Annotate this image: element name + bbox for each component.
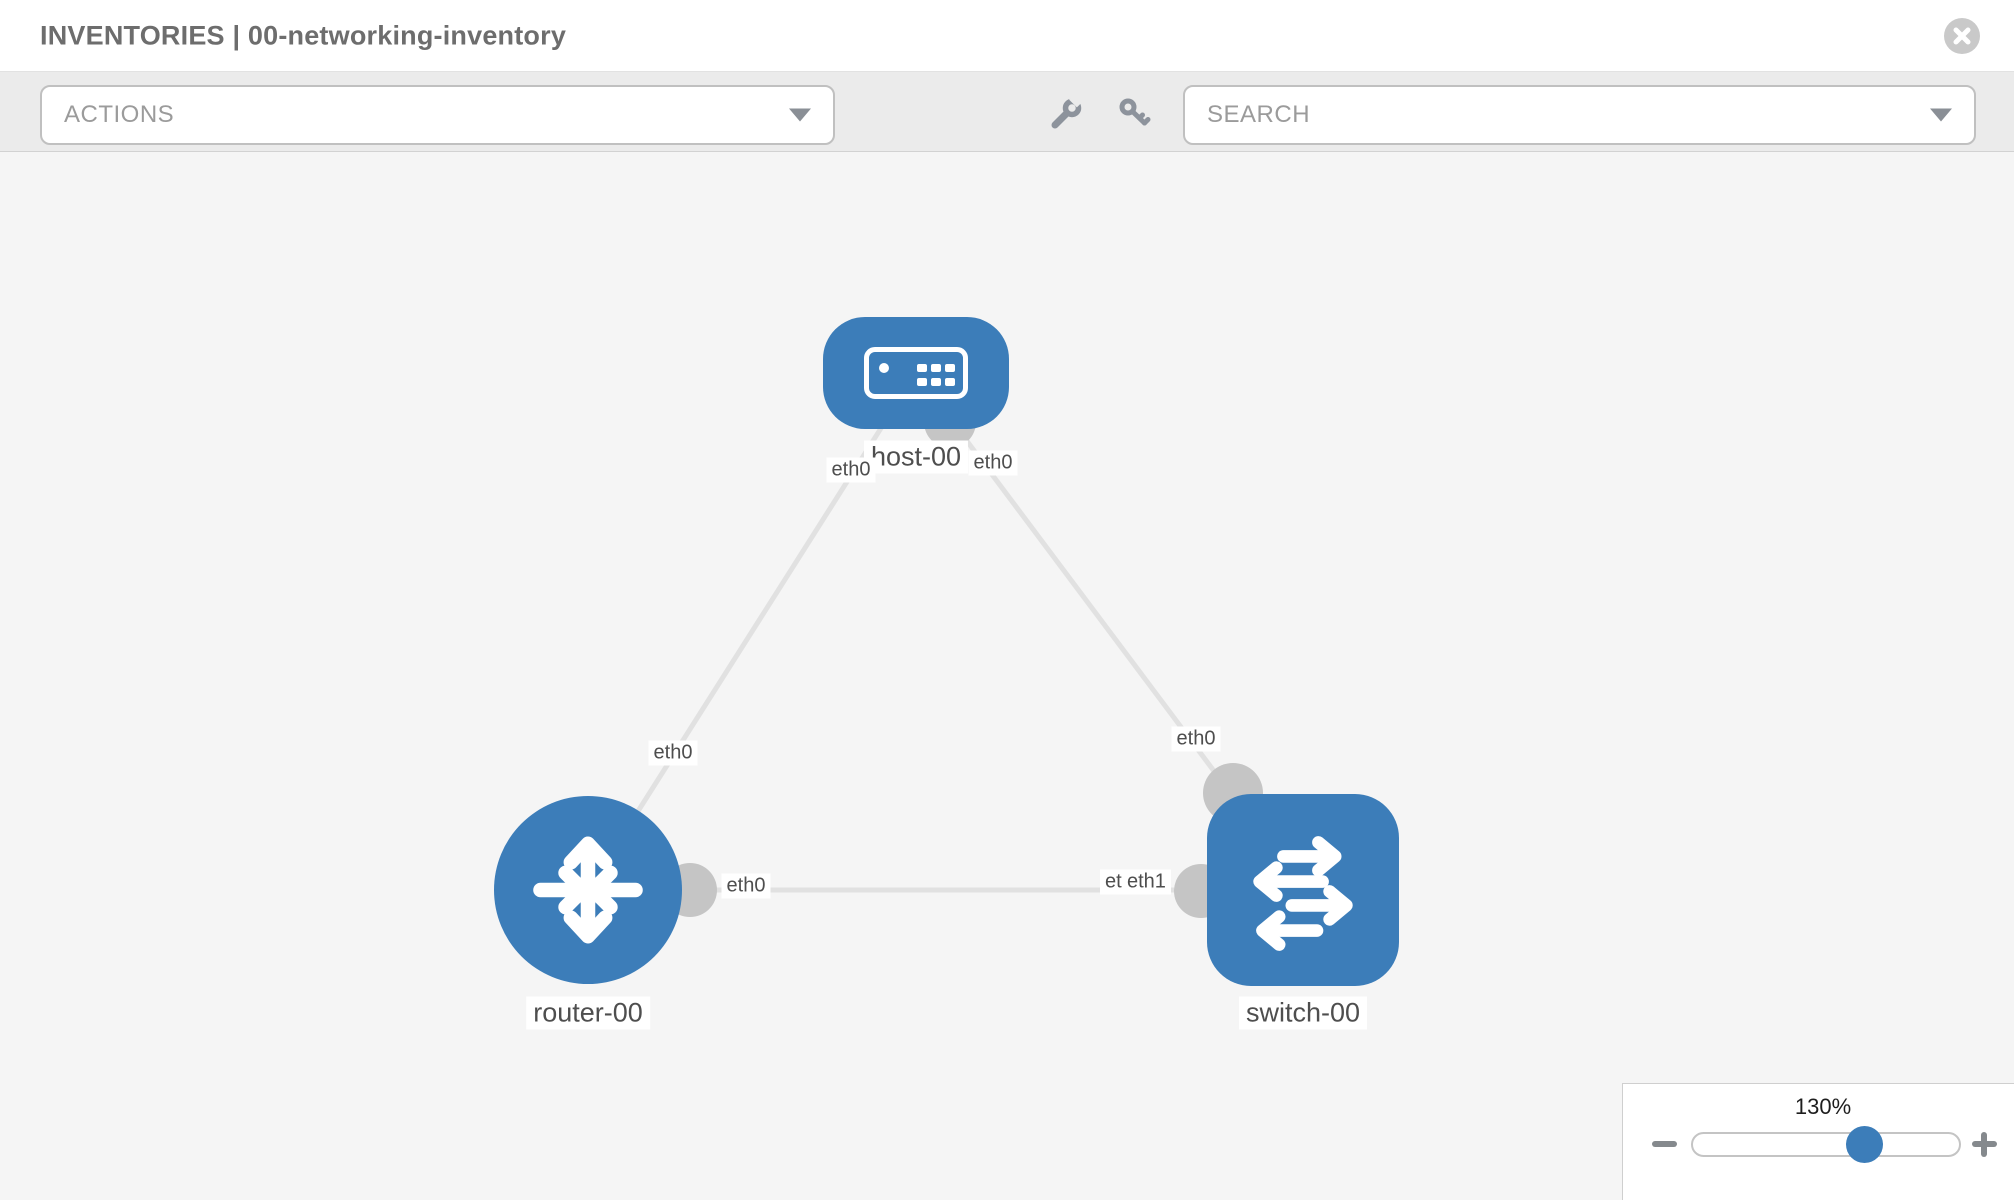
zoom-panel: 130% xyxy=(1622,1083,2014,1200)
node-router-00[interactable] xyxy=(494,796,682,984)
wrench-icon[interactable] xyxy=(1048,96,1084,132)
links-layer xyxy=(585,371,1306,893)
key-icon[interactable] xyxy=(1116,96,1152,132)
label-host-if-left: eth0 xyxy=(826,457,876,483)
chevron-down-icon xyxy=(789,108,811,122)
node-host-00[interactable] xyxy=(823,317,1009,429)
search-dropdown[interactable]: SEARCH xyxy=(1183,85,1976,145)
actions-dropdown-value: ACTIONS xyxy=(64,101,175,128)
topology-canvas[interactable]: host-00 router-00 switch-00 eth0 eth0 et… xyxy=(0,152,2014,1200)
zoom-out-icon[interactable] xyxy=(1652,1141,1677,1147)
node-switch-00[interactable] xyxy=(1207,794,1399,986)
label-switch-if-to-router: eth1 xyxy=(1122,869,1171,895)
zoom-slider-track[interactable] xyxy=(1691,1132,1961,1157)
label-switch-00: switch-00 xyxy=(1238,996,1368,1030)
x-glyph xyxy=(1953,27,1971,45)
toolbar: ACTIONS SEARCH xyxy=(0,72,2014,152)
header: INVENTORIES | 00-networking-inventory xyxy=(0,0,2014,72)
close-icon[interactable] xyxy=(1944,18,1980,54)
router-icon xyxy=(533,836,643,944)
label-router-if-to-switch: eth0 xyxy=(721,873,771,899)
label-router-00: router-00 xyxy=(526,996,650,1030)
zoom-slider-thumb[interactable] xyxy=(1846,1126,1883,1163)
switch-icon xyxy=(1253,836,1353,951)
zoom-in-icon[interactable] xyxy=(1972,1132,1997,1157)
label-router-if-to-host: eth0 xyxy=(648,740,698,766)
host-icon xyxy=(864,347,968,399)
actions-dropdown[interactable]: ACTIONS xyxy=(40,85,835,145)
label-host-if-right: eth0 xyxy=(968,450,1018,476)
zoom-level-value: 130% xyxy=(1794,1094,1852,1119)
page-title: INVENTORIES | 00-networking-inventory xyxy=(40,20,567,50)
search-dropdown-value: SEARCH xyxy=(1207,101,1311,128)
label-switch-if-to-host: eth0 xyxy=(1171,726,1221,752)
label-host-00: host-00 xyxy=(863,440,969,474)
chevron-down-icon xyxy=(1930,108,1952,122)
